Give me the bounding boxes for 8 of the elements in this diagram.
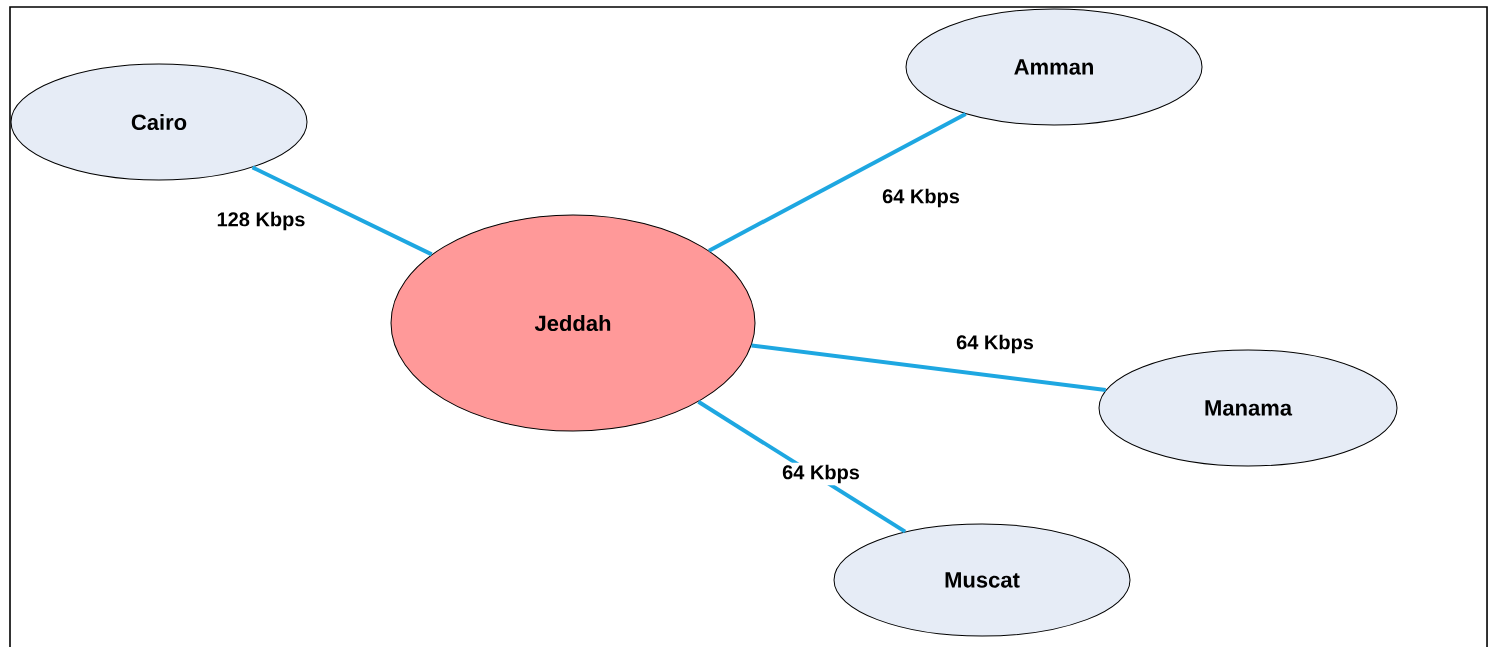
edge-label: 64 Kbps <box>954 332 1036 356</box>
link-line <box>751 343 1106 393</box>
edge-label: 64 Kbps <box>880 186 962 210</box>
edge-label: 128 Kbps <box>214 209 308 233</box>
link-line <box>697 400 907 534</box>
edge-label: 64 Kbps <box>780 462 862 486</box>
link-line <box>251 165 433 257</box>
link-line <box>708 112 967 253</box>
